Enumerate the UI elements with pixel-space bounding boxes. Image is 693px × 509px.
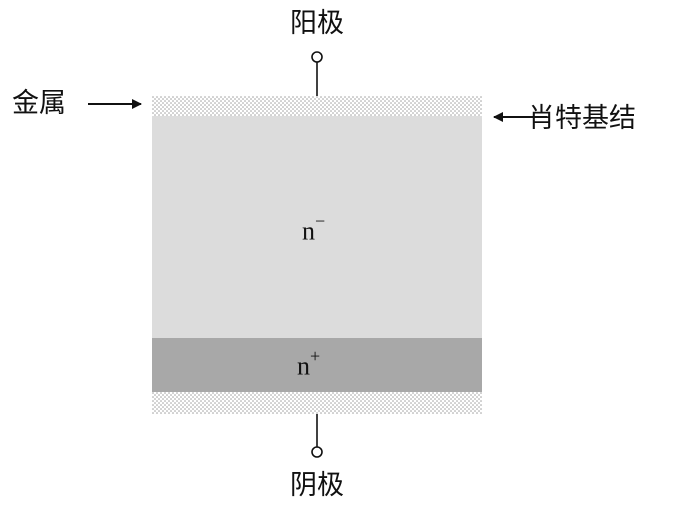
n-plus-superscript: + [310,346,321,366]
n-minus-label: n− [302,212,325,246]
top-metal-layer [152,96,482,116]
schottky-junction-label: 肖特基结 [528,103,636,134]
n-plus-region [152,338,482,392]
cathode-terminal [311,414,323,458]
n-plus-base: n [297,351,310,381]
n-minus-region [152,116,482,338]
cathode-label: 阴极 [290,470,344,501]
n-minus-base: n [302,216,315,246]
anode-label: 阳极 [290,8,344,39]
n-minus-superscript: − [315,211,326,231]
anode-terminal [311,51,323,96]
n-plus-label: n+ [297,347,320,381]
metal-label: 金属 [12,88,66,119]
bottom-metal-layer [152,392,482,414]
